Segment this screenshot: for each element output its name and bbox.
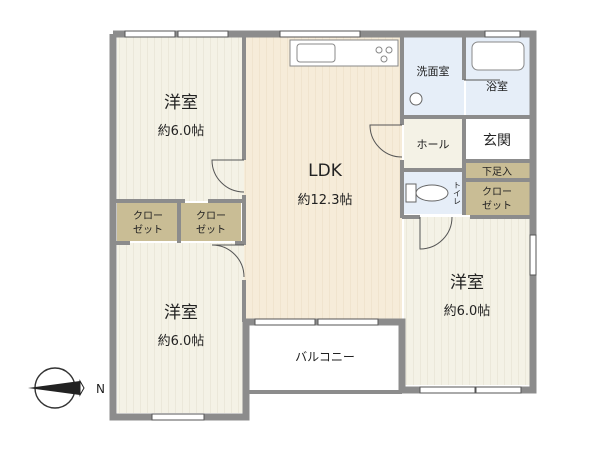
room-western-se-size: 約6.0帖 [444, 304, 491, 319]
room-western-sw-name: 洋室 [164, 303, 198, 323]
closet-left-line1: クロー [133, 210, 163, 222]
closet-left-line2: ゼット [133, 224, 163, 236]
closet-mid-line2: ゼット [196, 224, 226, 236]
stove-icon [375, 46, 383, 54]
closet-mid-fill [181, 203, 241, 241]
room-western-sw-floor [117, 243, 244, 413]
washer-icon [409, 92, 423, 106]
closet-right-line1: クロー [482, 186, 512, 198]
room-entrance-name: 玄関 [483, 132, 511, 149]
room-ldk-floor [244, 37, 402, 320]
toilet-icon [405, 183, 449, 203]
room-toilet-name: トイレ [453, 181, 462, 205]
room-western-nw-floor [117, 37, 244, 201]
room-western-se-name: 洋室 [450, 273, 484, 293]
interior-walls [113, 34, 533, 322]
room-ldk-size: 約12.3帖 [298, 193, 353, 208]
door-swings [211, 79, 500, 278]
room-western-nw-name: 洋室 [164, 93, 198, 113]
room-western-sw-size: 約6.0帖 [158, 334, 205, 349]
room-western-nw-size: 約6.0帖 [158, 124, 205, 139]
kitchen-counter [289, 39, 399, 67]
room-hall-name: ホール [417, 138, 450, 151]
balcony-rail [244, 322, 402, 394]
shoe-storage-label: 下足入 [482, 166, 512, 178]
room-washroom-name: 洗面室 [417, 64, 450, 78]
room-ldk-name: LDK [308, 161, 343, 181]
balcony-floor [250, 325, 400, 390]
closet-right-fill [466, 181, 530, 215]
sink-icon [296, 43, 336, 63]
room-bathroom-name: 浴室 [486, 79, 508, 93]
closet-mid-line1: クロー [196, 210, 226, 222]
room-western-se-floor [404, 217, 530, 385]
closet-right-line2: ゼット [482, 200, 512, 212]
bathtub-icon [471, 41, 525, 71]
room-hall-floor [404, 119, 464, 169]
balcony-label: バルコニー [295, 350, 355, 364]
closet-left-fill [117, 203, 179, 241]
compass-icon [28, 367, 85, 409]
shoe-storage-fill [466, 161, 530, 179]
windows [124, 30, 537, 421]
room-entrance-floor [466, 119, 530, 161]
compass-north-label: N [96, 382, 105, 396]
